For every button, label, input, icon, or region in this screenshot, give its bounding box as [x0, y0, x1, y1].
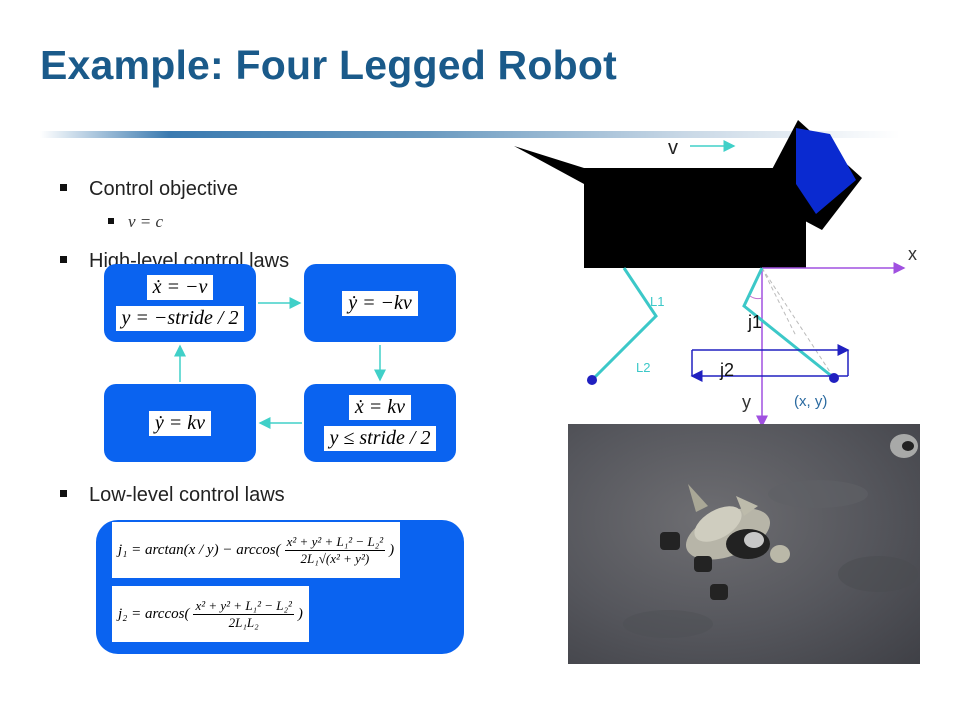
bullet-marker — [60, 256, 67, 264]
l1-label: L1 — [650, 294, 664, 309]
robot-photo — [568, 424, 920, 664]
robot-face — [796, 128, 856, 214]
state-box-top-left: ẋ = −v y = −stride / 2 — [104, 264, 256, 342]
foot-position-label: (x, y) — [794, 393, 827, 410]
equation: ẋ = kv — [348, 395, 412, 420]
equation-j1: j₁ = arctan(x / y) − arccos( x² + y² + L… — [112, 522, 401, 578]
bullet-marker — [60, 184, 67, 192]
j1-label: j1 — [747, 312, 762, 332]
equation-j2-fraction: x² + y² + L₁² − L₂² 2L₁L₂ — [193, 597, 294, 631]
back-leg — [590, 267, 658, 382]
sub-bullet-objective: v = c — [108, 212, 163, 232]
equation-j2-close: ) — [297, 605, 303, 622]
reference-dash — [761, 267, 835, 379]
fraction-denominator: 2L₁√(x² + y²) — [300, 550, 370, 566]
j2-label: j2 — [719, 360, 734, 380]
bullet-text: Low-level control laws — [89, 484, 285, 506]
front-foot — [829, 373, 839, 383]
state-box-bottom-left: ẏ = kv — [104, 384, 256, 462]
equation-j1-close: ) — [389, 541, 395, 558]
state-box-top-right: ẏ = −kv — [304, 264, 456, 342]
state-box-bottom-right: ẋ = kv y ≤ stride / 2 — [304, 384, 456, 462]
title-rule — [40, 131, 900, 138]
slide-title: Example: Four Legged Robot — [40, 42, 617, 88]
x-axis-label: x — [908, 244, 917, 264]
equation: y = −stride / 2 — [115, 306, 245, 331]
front-leg — [742, 267, 835, 380]
sub-bullet-text: v = c — [128, 212, 164, 231]
velocity-label: v — [668, 137, 678, 159]
reference-dash — [761, 267, 797, 337]
equation: ẏ = kv — [148, 410, 212, 436]
bullet-text: Control objective — [89, 178, 238, 200]
equation-j2-lhs: j₂ = arccos( — [118, 605, 190, 622]
back-foot — [587, 375, 597, 385]
bullet-marker — [60, 490, 67, 498]
equation: ẋ = −v — [146, 275, 214, 300]
equation: y ≤ stride / 2 — [323, 426, 437, 451]
equation: ẏ = −kv — [342, 290, 418, 316]
equation-j1-fraction: x² + y² + L₁² − L₂² 2L₁√(x² + y²) — [284, 533, 386, 567]
y-axis-label: y — [742, 392, 751, 412]
bullet-marker — [108, 218, 114, 225]
equation-j2: j₂ = arccos( x² + y² + L₁² − L₂² 2L₁L₂ ) — [112, 586, 309, 642]
fraction-numerator: x² + y² + L₁² − L₂² — [193, 597, 294, 615]
j1-angle-arc — [749, 295, 763, 300]
bullet-low-level: Low-level control laws — [60, 484, 285, 507]
robot-leg-diagram: v x y L1 L2 j1 j2 (x, y) — [514, 120, 917, 428]
fraction-numerator: x² + y² + L₁² − L₂² — [284, 533, 386, 551]
equation-j1-lhs: j₁ = arctan(x / y) − arccos( — [118, 541, 281, 558]
fraction-denominator: 2L₁L₂ — [228, 614, 259, 630]
bullet-control-objective: Control objective — [60, 178, 238, 201]
robot-tail — [514, 146, 584, 184]
l2-label: L2 — [636, 360, 650, 375]
robot-photo-drawing — [623, 434, 918, 638]
